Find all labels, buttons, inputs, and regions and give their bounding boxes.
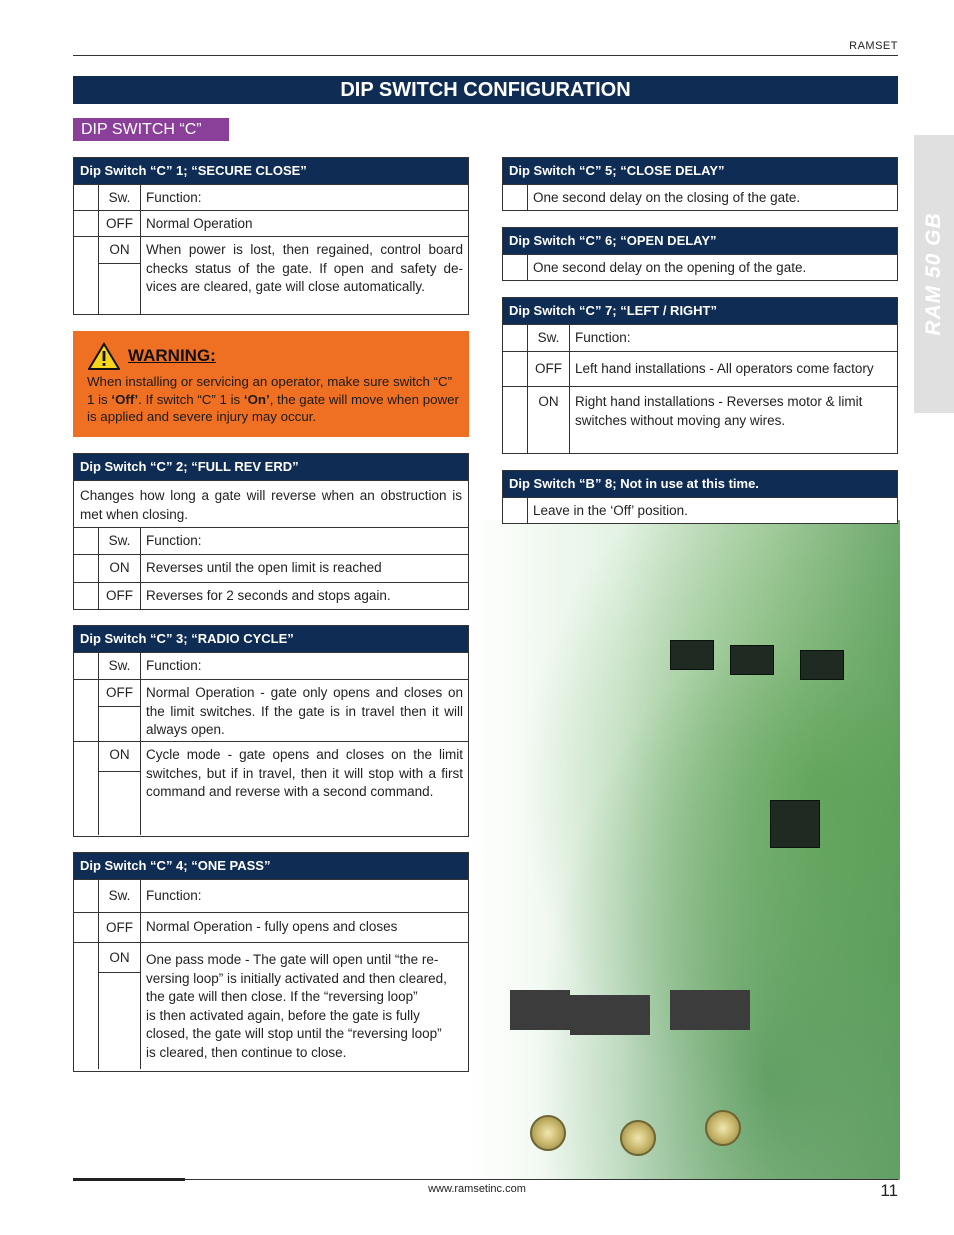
function-text: One second delay on the opening of the g… <box>533 260 807 275</box>
switch-state: OFF <box>99 913 141 942</box>
description-text: Changes how long a gate will reverse whe… <box>80 488 462 522</box>
table-row: OFF Left hand installations - All operat… <box>503 351 897 386</box>
footer-rule-thick <box>73 1178 185 1181</box>
table-row: ON Reverses until the open limit is reac… <box>74 554 468 582</box>
function-header: Function: <box>575 330 631 345</box>
dip-b8-table: Dip Switch “B” 8; Not in use at this tim… <box>502 470 898 524</box>
warning-icon <box>88 342 120 370</box>
dip-switch-graphic <box>510 990 570 1030</box>
dip-c1-title: Dip Switch “C” 1; “SECURE CLOSE” <box>74 158 468 184</box>
knob-graphic <box>530 1115 566 1151</box>
dip-c6-title: Dip Switch “C” 6; “OPEN DELAY” <box>503 228 897 254</box>
knob-graphic <box>620 1120 656 1156</box>
dip-c6-table: Dip Switch “C” 6; “OPEN DELAY” One secon… <box>502 227 898 281</box>
switch-state: ON <box>99 237 140 264</box>
switch-state: OFF <box>99 211 141 236</box>
table-row: ON Right hand installations - Reverses m… <box>503 386 897 453</box>
function-header: Function: <box>146 887 202 903</box>
table-row: OFF Normal Operation <box>74 210 468 236</box>
table-row: Sw. Function: <box>74 879 468 912</box>
table-row: Sw. Function: <box>74 527 468 554</box>
footer-rule <box>185 1179 898 1180</box>
switch-state: OFF <box>99 680 140 707</box>
dip-c1-table: Dip Switch “C” 1; “SECURE CLOSE” Sw. Fun… <box>73 157 469 315</box>
function-text: Normal Operation - gate only opens and c… <box>146 685 463 737</box>
table-row: ON One pass mode - The gate will open un… <box>74 942 468 1069</box>
function-header: Function: <box>146 658 202 673</box>
dip-c7-table: Dip Switch “C” 7; “LEFT / RIGHT” Sw. Fun… <box>502 297 898 454</box>
function-text: Reverses until the open limit is reached <box>146 560 382 575</box>
footer-url: www.ramsetinc.com <box>428 1183 526 1195</box>
page-number: 11 <box>880 1181 898 1200</box>
dip-c4-title: Dip Switch “C” 4; “ONE PASS” <box>74 853 468 879</box>
sw-header: Sw. <box>528 325 570 351</box>
function-text: One second delay on the closing of the g… <box>533 190 801 205</box>
side-tab: RAM 50 GB <box>914 135 954 413</box>
function-text: Cycle mode - gate opens and closes on th… <box>146 747 463 799</box>
switch-state: OFF <box>528 352 570 386</box>
table-row: Changes how long a gate will reverse whe… <box>74 480 468 527</box>
function-text: Normal Operation <box>146 216 253 231</box>
function-text: Right hand installations - Reverses moto… <box>575 394 863 428</box>
table-row: OFF Reverses for 2 seconds and stops aga… <box>74 582 468 609</box>
page-title: DIP SWITCH CONFIGURATION <box>73 76 898 104</box>
function-header: Function: <box>146 190 202 205</box>
function-header: Function: <box>146 533 202 548</box>
header-rule <box>73 55 898 56</box>
table-row: ON When power is lost, then regained, co… <box>74 236 468 314</box>
table-row: Sw. Function: <box>74 184 468 210</box>
dip-c2-title: Dip Switch “C” 2; “FULL REV ERD” <box>74 454 468 480</box>
function-text: Normal Operation - fully opens and close… <box>146 919 398 935</box>
brand-name: RAMSET <box>849 40 898 52</box>
function-text: Left hand installations - All operators … <box>575 360 874 376</box>
dip-c4-table: Dip Switch “C” 4; “ONE PASS” Sw. Functio… <box>73 852 469 1072</box>
warning-box: WARNING: When installing or servicing an… <box>73 331 469 437</box>
chip-graphic <box>730 645 774 675</box>
table-row: Sw. Function: <box>503 324 897 351</box>
dip-c2-table: Dip Switch “C” 2; “FULL REV ERD” Changes… <box>73 453 469 610</box>
table-row: Leave in the ‘Off’ position. <box>503 497 897 524</box>
function-text: Reverses for 2 seconds and stops again. <box>146 588 391 603</box>
table-row: One second delay on the closing of the g… <box>503 184 897 211</box>
side-tab-label: RAM 50 GB <box>922 212 945 336</box>
dip-c3-table: Dip Switch “C” 3; “RADIO CYCLE” Sw. Func… <box>73 625 469 837</box>
function-text: One pass mode - The gate will open until… <box>146 952 447 1060</box>
dip-b8-title: Dip Switch “B” 8; Not in use at this tim… <box>503 471 897 497</box>
table-row: ON Cycle mode - gate opens and closes on… <box>74 741 468 835</box>
dip-c3-title: Dip Switch “C” 3; “RADIO CYCLE” <box>74 626 468 652</box>
dip-c5-title: Dip Switch “C” 5; “CLOSE DELAY” <box>503 158 897 184</box>
chip-graphic <box>800 650 844 680</box>
chip-graphic <box>770 800 820 848</box>
chip-graphic <box>670 640 714 670</box>
dip-c5-table: Dip Switch “C” 5; “CLOSE DELAY” One seco… <box>502 157 898 211</box>
function-text: When power is lost, then regained, contr… <box>146 242 463 294</box>
dip-c7-title: Dip Switch “C” 7; “LEFT / RIGHT” <box>503 298 897 324</box>
function-text: Leave in the ‘Off’ position. <box>533 503 688 518</box>
sw-header: Sw. <box>99 880 141 912</box>
sw-header: Sw. <box>99 185 141 210</box>
section-subtitle: DIP SWITCH “C” <box>73 118 229 141</box>
table-row: One second delay on the opening of the g… <box>503 254 897 281</box>
sw-header: Sw. <box>99 528 141 554</box>
dip-switch-graphic <box>570 995 650 1035</box>
warning-text: When installing or servicing an operator… <box>87 374 459 424</box>
switch-state: ON <box>99 555 141 582</box>
switch-state: ON <box>528 387 570 453</box>
table-row: OFF Normal Operation - gate only opens a… <box>74 679 468 741</box>
table-row: Sw. Function: <box>74 652 468 679</box>
circuit-board-image <box>470 520 900 1180</box>
dip-switch-graphic <box>670 990 750 1030</box>
switch-state: ON <box>99 742 140 772</box>
sw-header: Sw. <box>99 653 141 679</box>
warning-title: WARNING: <box>128 346 216 365</box>
switch-state: ON <box>99 943 140 973</box>
table-row: OFF Normal Operation - fully opens and c… <box>74 912 468 942</box>
switch-state: OFF <box>99 583 141 609</box>
knob-graphic <box>705 1110 741 1146</box>
